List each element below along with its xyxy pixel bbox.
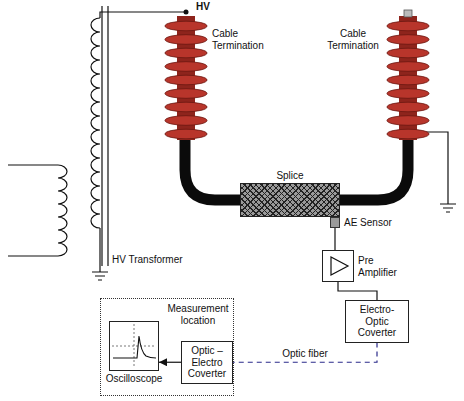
insulator-shed: [387, 48, 429, 58]
node-label: Splice: [276, 170, 303, 182]
node-label: Oscilloscope: [106, 373, 163, 385]
insulator-shed: [165, 21, 207, 31]
ae-sensor: AE Sensor: [330, 217, 340, 228]
primary-lead: [8, 165, 58, 256]
ground-lead: [418, 132, 448, 204]
insulator-shed: [387, 21, 429, 31]
insulator-shed: [387, 102, 429, 112]
insulator-shed: [165, 75, 207, 85]
insulator-shed: [165, 116, 207, 126]
hv-terminal: [184, 10, 189, 15]
optic-fiber-line: [233, 343, 377, 363]
signal-wire: [334, 228, 335, 250]
insulator-shed: [387, 89, 429, 99]
insulator-shed: [387, 116, 429, 126]
hv-transformer: [8, 6, 184, 280]
insulator-shed: [165, 129, 207, 139]
hv-lead: [100, 12, 184, 18]
transformer-core: [101, 6, 102, 266]
measurement-location-box: Measurement locationOscilloscope Optic – …: [100, 298, 234, 396]
termination-insulator: [387, 10, 429, 140]
edge-label: Optic fiber: [280, 348, 330, 360]
converter-box: Optic – Electro Coverter: [181, 341, 233, 384]
oscilloscope-screen: Oscilloscope: [109, 321, 159, 371]
amplifier-symbol: [323, 251, 353, 281]
transformer-core: [107, 6, 108, 266]
insulator-shed: [165, 62, 207, 72]
insulator-shed: [165, 48, 207, 58]
node-label: Optic – Electro Coverter: [185, 345, 229, 380]
node-label: Pre Amplifier: [358, 255, 408, 278]
part-label: HV Transformer: [112, 254, 183, 266]
signal-wire: [159, 362, 181, 363]
secondary-winding: [91, 18, 100, 228]
node-label: Measurement location: [166, 303, 230, 326]
ground-symbol: [92, 272, 108, 280]
insulator-shed: [387, 35, 429, 45]
part-label: Cable Termination: [324, 28, 382, 51]
node-label: Electro-Optic Coverter: [349, 304, 405, 339]
node-label: AE Sensor: [344, 217, 392, 229]
pre-amplifier-box: Pre Amplifier: [322, 250, 354, 282]
ground-symbol: [440, 204, 456, 212]
converter-box: Electro-Optic Coverter: [345, 300, 409, 343]
insulator-shed: [165, 89, 207, 99]
termination-insulator: [165, 16, 207, 140]
primary-winding: [58, 165, 67, 256]
ground-connection: [418, 132, 456, 212]
cable-terminations: [165, 10, 429, 140]
ground-lead: [99, 228, 100, 272]
insulator-shed: [387, 62, 429, 72]
insulator-shed: [387, 129, 429, 139]
oscilloscope-trace: [110, 322, 158, 370]
termination-cap: [404, 10, 412, 17]
signal-wire: [338, 282, 377, 300]
insulator-shed: [165, 35, 207, 45]
splice-box: Splice: [240, 183, 340, 217]
insulator-shed: [387, 75, 429, 85]
part-label: Cable Termination: [212, 28, 270, 51]
insulator-shed: [165, 102, 207, 112]
voltage-label: HV: [196, 1, 210, 13]
